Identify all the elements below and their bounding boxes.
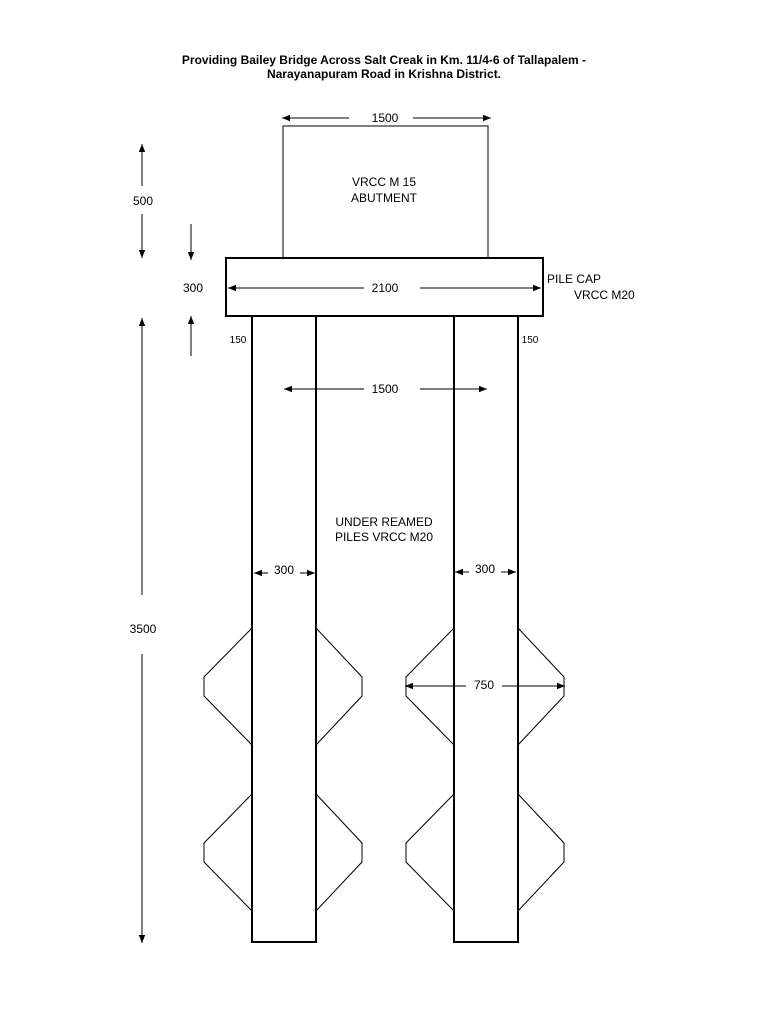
label-piles-line-1: UNDER REAMED [335,515,433,529]
dim-pile-cap-width: 2100 [372,281,399,295]
bulb-left-pile-1-left [203,627,253,746]
label-abutment-line-1: VRCC M 15 [352,175,416,189]
dim-pile-dia-right: 300 [475,562,495,576]
label-pile-cap-line-1: PILE CAP [547,272,601,286]
dim-pile-edge-right: 150 [522,335,539,346]
pile-cap [225,257,544,317]
dim-pile-edge-left: 150 [230,335,247,346]
label-pile-cap-line-2: VRCC M20 [574,288,635,302]
bulb-left-pile-1-right [315,627,363,746]
abutment-outline [282,125,489,258]
dim-pile-cap-height: 300 [183,281,203,295]
bulb-left-pile-2-left [203,793,253,912]
bulb-left-pile-2-right [315,793,363,912]
pile-left [251,315,317,943]
bulb-right-pile-2-right [517,793,565,912]
dim-abutment-width: 1500 [372,111,399,125]
title-line-1: Providing Bailey Bridge Across Salt Crea… [181,53,587,67]
bulb-right-pile-2-left [405,793,455,912]
drawing-title: Providing Bailey Bridge Across Salt Crea… [0,53,768,81]
dim-pile-length: 3500 [130,622,157,636]
dim-pile-spacing: 1500 [372,382,399,396]
label-piles-line-2: PILES VRCC M20 [335,530,433,544]
title-line-2: Narayanapuram Road in Krishna District. [266,67,502,81]
dim-bulb-dia: 750 [474,678,494,692]
pile-right [453,315,519,943]
dim-abutment-height: 500 [133,194,153,208]
dim-pile-dia-left: 300 [274,563,294,577]
label-abutment-line-2: ABUTMENT [351,191,418,205]
